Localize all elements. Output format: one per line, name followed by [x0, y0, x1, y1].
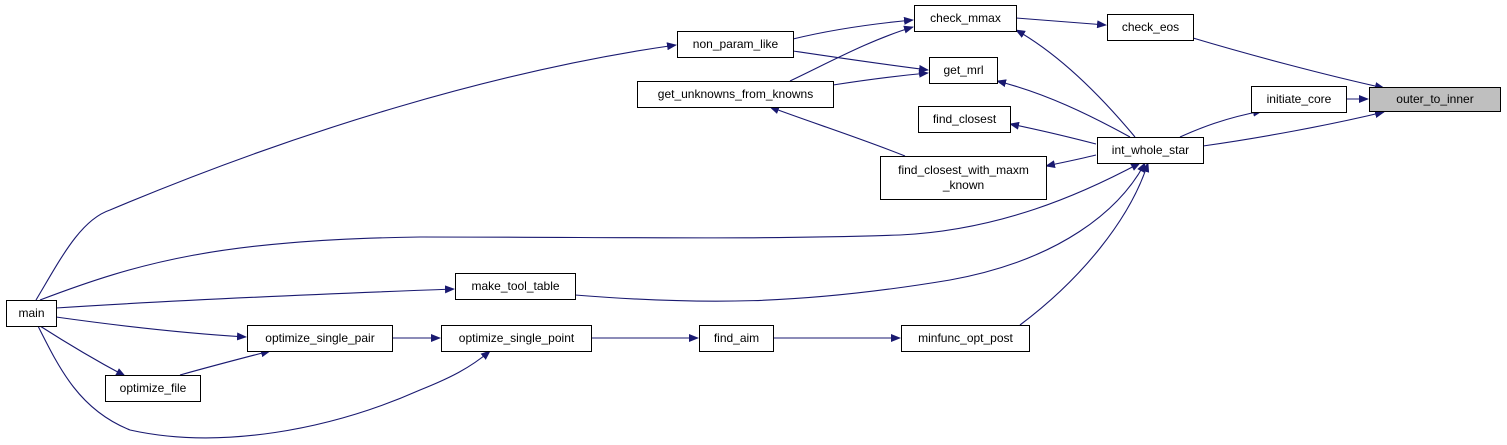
edge-non-param-like-to-check-mmax [792, 16, 914, 40]
node-optimize-file[interactable]: optimize_file [105, 375, 201, 402]
node-box [6, 300, 57, 327]
node-box [699, 325, 774, 352]
node-box [1251, 86, 1347, 113]
node-box [880, 156, 1047, 200]
node-box [929, 57, 998, 84]
node-label: optimize_file [120, 381, 187, 395]
node-label: make_tool_table [471, 279, 559, 293]
node-get-mrl[interactable]: get_mrl [929, 57, 998, 84]
edge-optimize-file-to-optimize-single-pair [179, 349, 271, 376]
edge-main-to-optimize-single-point [37, 325, 491, 439]
edges-layer [35, 16, 1385, 439]
node-non-param-like[interactable]: non_param_like [677, 31, 794, 58]
edge-get-unknowns-from-knowns-to-check-mmax [789, 25, 914, 82]
node-initiate-core[interactable]: initiate_core [1251, 86, 1347, 113]
node-make-tool-table[interactable]: make_tool_table [455, 273, 576, 300]
node-box [1097, 137, 1204, 164]
node-box [1107, 14, 1194, 41]
node-find-closest[interactable]: find_closest [918, 106, 1011, 133]
node-box [914, 5, 1017, 32]
node-main[interactable]: main [6, 300, 57, 327]
edge-main-to-non-param-like [35, 42, 677, 301]
node-label: get_mrl [943, 63, 983, 77]
nodes-layer: outer_to_inner check_eos initiate_core int_… [6, 5, 1501, 402]
edge-int-whole-star-to-get-mrl [996, 79, 1131, 138]
node-label: initiate_core [1267, 92, 1332, 106]
node-box [918, 106, 1011, 133]
node-label: find_closest_with_maxm [898, 163, 1029, 177]
node-find-closest-with-maxm-known[interactable]: find_closest_with_maxm_known [880, 156, 1047, 200]
node-label: find_closest [933, 112, 997, 126]
edge-make-tool-table-to-int-whole-star [574, 162, 1146, 302]
node-box [901, 325, 1030, 352]
edge-check-eos-to-outer-to-inner [1192, 37, 1385, 90]
edge-int-whole-star-to-initiate-core [1179, 108, 1263, 138]
node-label: optimize_single_pair [265, 331, 374, 345]
edge-int-whole-star-to-find-closest-with-maxm-known [1045, 154, 1097, 169]
node-box [247, 325, 393, 352]
node-label: check_mmax [930, 11, 1001, 25]
node-box [677, 31, 794, 58]
edge-non-param-like-to-get-mrl [792, 50, 929, 73]
edge-main-to-make-tool-table [55, 285, 455, 309]
node-label: main [18, 306, 44, 320]
node-label: non_param_like [693, 37, 779, 51]
node-box [455, 273, 576, 300]
edge-check-mmax-to-check-eos [1015, 17, 1107, 29]
edge-int-whole-star-to-outer-to-inner [1202, 110, 1385, 147]
node-optimize-single-pair[interactable]: optimize_single_pair [247, 325, 393, 352]
edge-int-whole-star-to-check-mmax [1015, 29, 1136, 138]
edge-main-to-int-whole-star [39, 162, 1141, 301]
node-box [441, 325, 592, 352]
node-minfunc-opt-post[interactable]: minfunc_opt_post [901, 325, 1030, 352]
node-outer-to-inner[interactable]: outer_to_inner [1369, 87, 1501, 112]
node-label: check_eos [1122, 20, 1179, 34]
node-box [105, 375, 201, 402]
node-label: optimize_single_point [459, 331, 575, 345]
node-box [1369, 87, 1501, 112]
node-label: minfunc_opt_post [918, 331, 1013, 345]
node-optimize-single-point[interactable]: optimize_single_point [441, 325, 592, 352]
node-get-unknowns-from-knowns[interactable]: get_unknowns_from_knowns [637, 81, 834, 108]
edge-find-closest-with-maxm-known-to-get-unknowns-from-knowns [769, 106, 906, 157]
node-label: get_unknowns_from_knowns [658, 87, 813, 101]
node-find-aim[interactable]: find_aim [699, 325, 774, 352]
node-label: find_aim [714, 331, 759, 345]
edge-get-unknowns-from-knowns-to-get-mrl [832, 69, 929, 86]
edge-minfunc-opt-post-to-int-whole-star [1019, 162, 1150, 326]
node-label: _known [942, 178, 984, 192]
node-check-mmax[interactable]: check_mmax [914, 5, 1017, 32]
edge-int-whole-star-to-find-closest [1009, 121, 1097, 145]
node-box [637, 81, 834, 108]
node-check-eos[interactable]: check_eos [1107, 14, 1194, 41]
node-int-whole-star[interactable]: int_whole_star [1097, 137, 1204, 164]
edge-main-to-optimize-single-pair [55, 316, 247, 341]
edge-main-to-optimize-file [39, 325, 126, 377]
node-label: outer_to_inner [1396, 92, 1473, 106]
node-label: int_whole_star [1112, 143, 1189, 157]
